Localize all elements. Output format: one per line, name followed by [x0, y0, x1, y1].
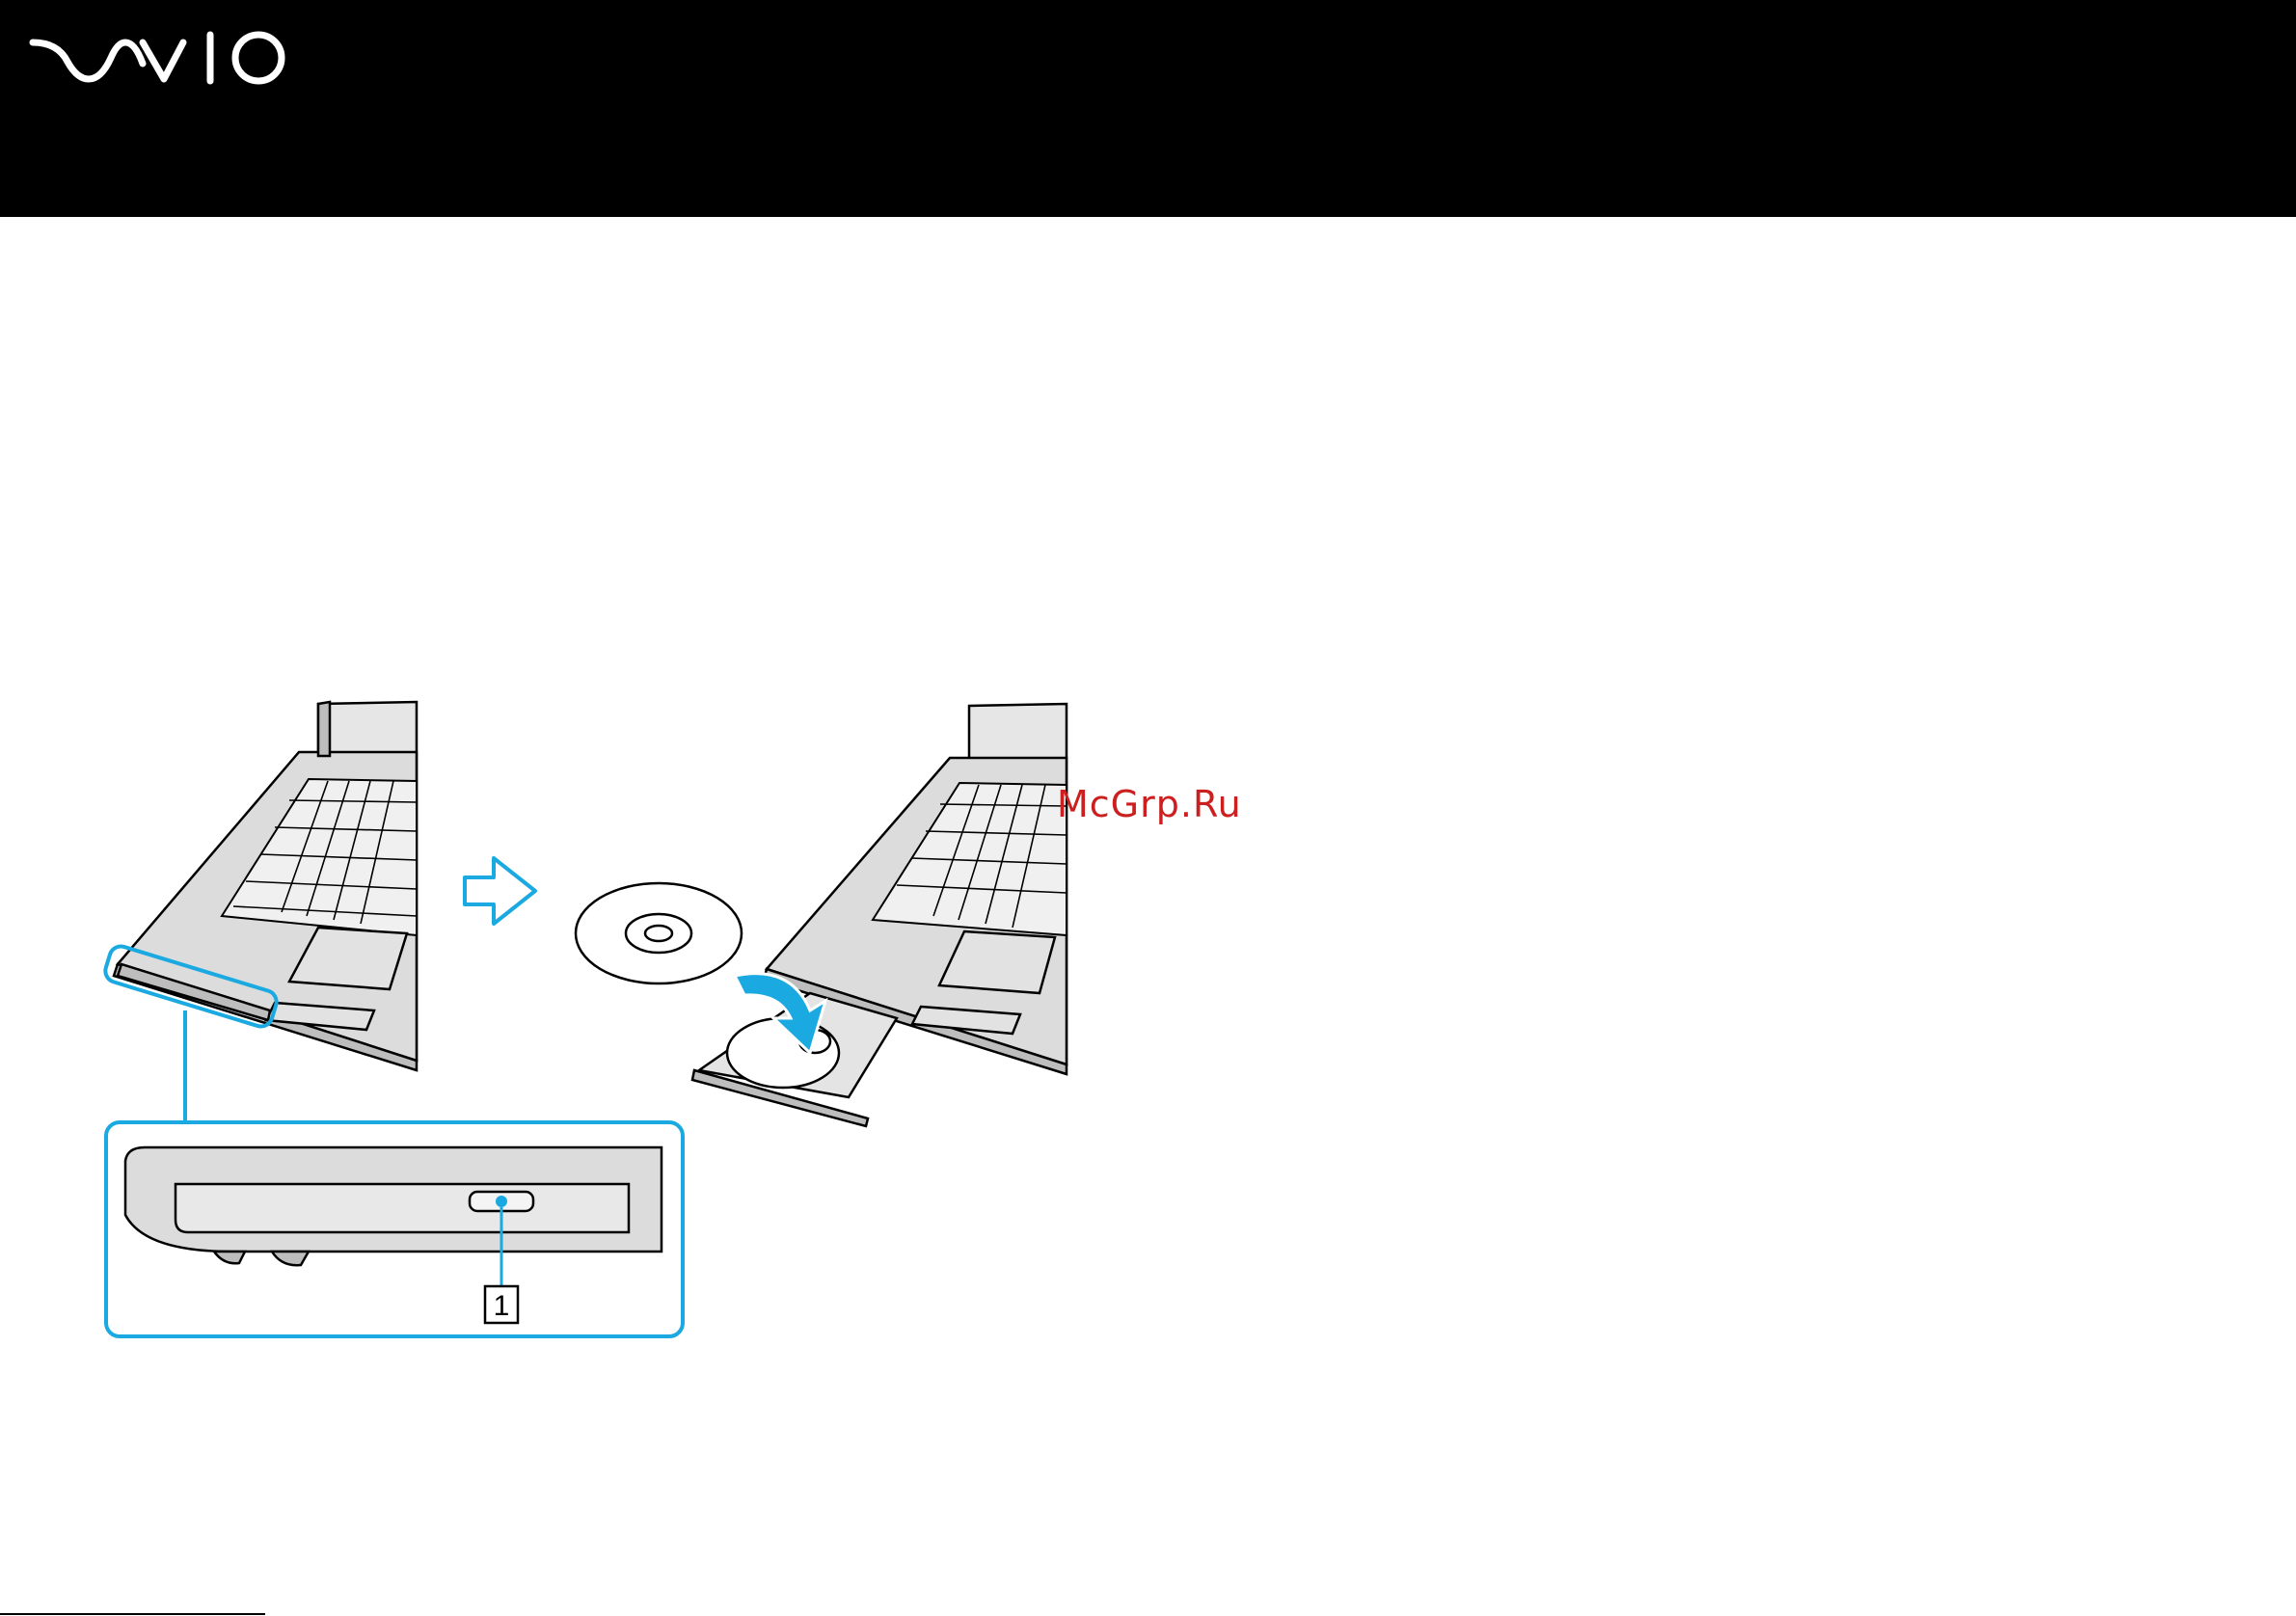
optical-drive-illustration: 1 [0, 675, 1350, 1350]
footer-rule [0, 1613, 265, 1615]
vaio-logo [29, 29, 289, 87]
laptop-right [692, 704, 1067, 1126]
watermark-text: McGrp.Ru [1057, 783, 1242, 825]
callout-dot-icon [496, 1196, 507, 1207]
callout-number: 1 [494, 1290, 510, 1322]
laptop-left [114, 702, 417, 1070]
page-header [0, 0, 2296, 217]
drive-detail [125, 1147, 662, 1265]
disc-icon [576, 883, 742, 983]
arrow-right-icon [465, 858, 535, 924]
